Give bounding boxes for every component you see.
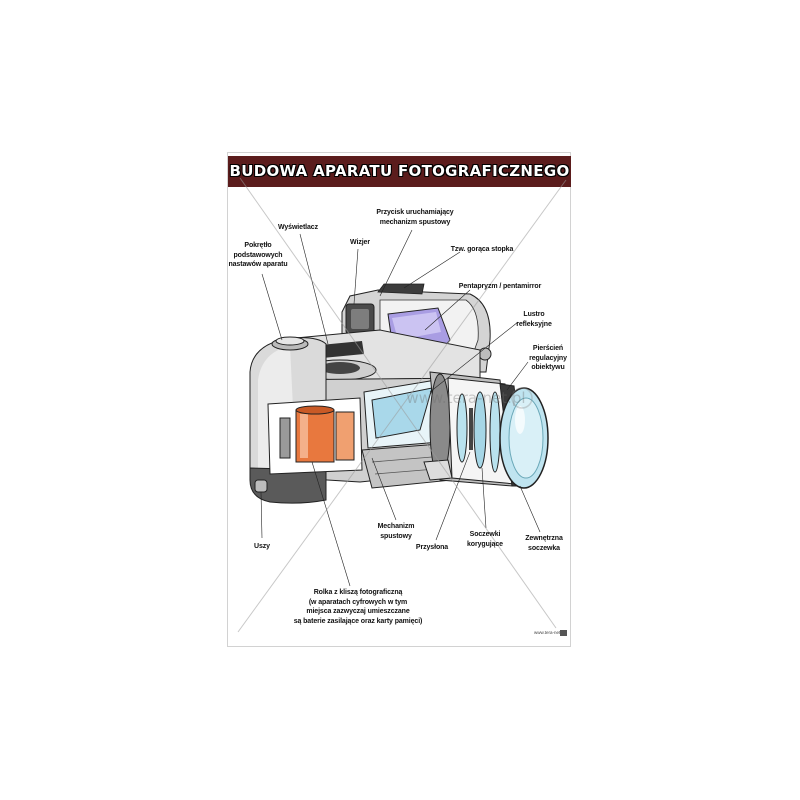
title-bar: BUDOWA APARATU FOTOGRAFICZNEGO	[228, 156, 571, 187]
label-line: refleksyjne	[516, 320, 552, 328]
label-line: Uszy	[254, 543, 270, 550]
leader-lines	[260, 229, 541, 587]
leader-line-pentaprism	[424, 289, 471, 331]
label-line: mechanizm spustowy	[379, 218, 451, 226]
lens-foot	[423, 459, 453, 481]
label-line: regulacyjny	[529, 354, 567, 362]
footer-logo-icon	[560, 630, 567, 636]
label-line: soczewka	[528, 544, 560, 552]
label-mirror: Lustro refleksyjne	[516, 310, 552, 329]
mode-dial-center	[320, 362, 360, 374]
label-line: Soczewki	[469, 531, 501, 538]
leader-line-dial	[261, 273, 283, 341]
label-line: Pierścień	[532, 345, 564, 352]
label-line: Lustro	[523, 311, 545, 318]
label-line: obiektywu	[531, 364, 565, 371]
watermark-line	[237, 179, 567, 633]
label-line: miejsca zazwyczaj umieszczane	[306, 608, 410, 615]
label-line: Przycisk uruchamiający	[376, 209, 454, 216]
label-lens-ring: Pierścień regulacyjny obiektywu	[529, 344, 567, 373]
label-line: korygujące	[467, 540, 503, 548]
film-strip	[335, 411, 355, 461]
leader-line-strap-lugs	[260, 491, 263, 539]
film-canister-top	[295, 405, 335, 415]
label-aperture: Przysłona	[416, 543, 448, 553]
watermark-line	[239, 177, 557, 629]
side-knob	[478, 347, 492, 361]
label-line: są baterie zasilające oraz karty pamięci…	[293, 617, 423, 625]
leader-line-corrective-lenses	[481, 467, 487, 529]
label-film-roll: Rolka z kliszą fotograficzną (w aparatac…	[294, 588, 423, 626]
leader-line-display	[299, 233, 329, 345]
viewfinder-glass	[351, 309, 369, 329]
label-line: nastawów aparatu	[228, 261, 288, 268]
label-display: Wyświetlacz	[278, 223, 318, 233]
label-line: podstawowych	[233, 251, 283, 259]
corrective-lens-1	[456, 393, 468, 463]
label-line: Rolka z kliszą fotograficzną	[313, 589, 403, 596]
leader-line-shutter-mechanism	[371, 457, 397, 521]
label-line: spustowy	[380, 532, 412, 540]
label-viewfinder: Wizjer	[350, 238, 370, 248]
leader-line-mirror	[429, 321, 519, 393]
leader-line-film-roll	[311, 461, 351, 587]
label-line: Pokrętło	[244, 242, 272, 249]
label-line: (w aparatach cyfrowych w tym	[308, 598, 408, 606]
hot-shoe-shape	[377, 283, 425, 295]
label-corrective-lenses: Soczewki korygujące	[467, 530, 503, 549]
leader-line-viewfinder	[353, 248, 359, 305]
footer-url: www.tera-net.pl	[534, 630, 566, 635]
aperture-blades	[469, 408, 473, 450]
label-line: Mechanizm	[377, 523, 415, 530]
outer-lens-highlight	[515, 406, 525, 434]
corrective-lens-2	[473, 391, 487, 469]
label-shutter-mechanism: Mechanizm spustowy	[378, 522, 415, 541]
label-outer-lens: Zewnętrzna soczewka	[525, 534, 563, 553]
grip-rubber	[249, 467, 327, 504]
label-line: Przysłona	[415, 544, 449, 551]
film-spool	[279, 417, 291, 459]
strap-lug	[254, 479, 268, 493]
settings-dial-top	[275, 336, 305, 346]
leader-line-lens-ring	[506, 361, 529, 391]
label-line: Wizjer	[350, 239, 370, 246]
pentaprism-facet	[392, 312, 441, 340]
film-canister-highlight	[300, 414, 308, 458]
label-strap-lugs: Uszy	[254, 542, 270, 552]
watermark-logo-icon	[511, 387, 533, 409]
label-shutter-button: Przycisk uruchamiający mechanizm spustow…	[376, 208, 453, 227]
label-line: Tzw. gorąca stopka	[450, 246, 514, 253]
leader-line-shutter-button	[379, 229, 413, 297]
leader-line-aperture	[435, 451, 471, 541]
label-line: Wyświetlacz	[277, 224, 319, 231]
outer-lens-inner	[508, 397, 544, 479]
label-hot-shoe: Tzw. gorąca stopka	[451, 245, 514, 255]
leader-line-outer-lens	[519, 485, 541, 533]
label-line: Pentapryzm / pentamirror	[458, 283, 542, 290]
page-title: BUDOWA APARATU FOTOGRAFICZNEGO	[229, 162, 570, 180]
leader-line-hot-shoe	[403, 251, 461, 289]
label-settings-dial: Pokrętło podstawowych nastawów aparatu	[228, 241, 287, 270]
watermark-text: www.tera-net.pl	[406, 389, 526, 407]
label-pentaprism: Pentapryzm / pentamirror	[458, 282, 542, 292]
label-line: Zewnętrzna	[525, 535, 563, 542]
